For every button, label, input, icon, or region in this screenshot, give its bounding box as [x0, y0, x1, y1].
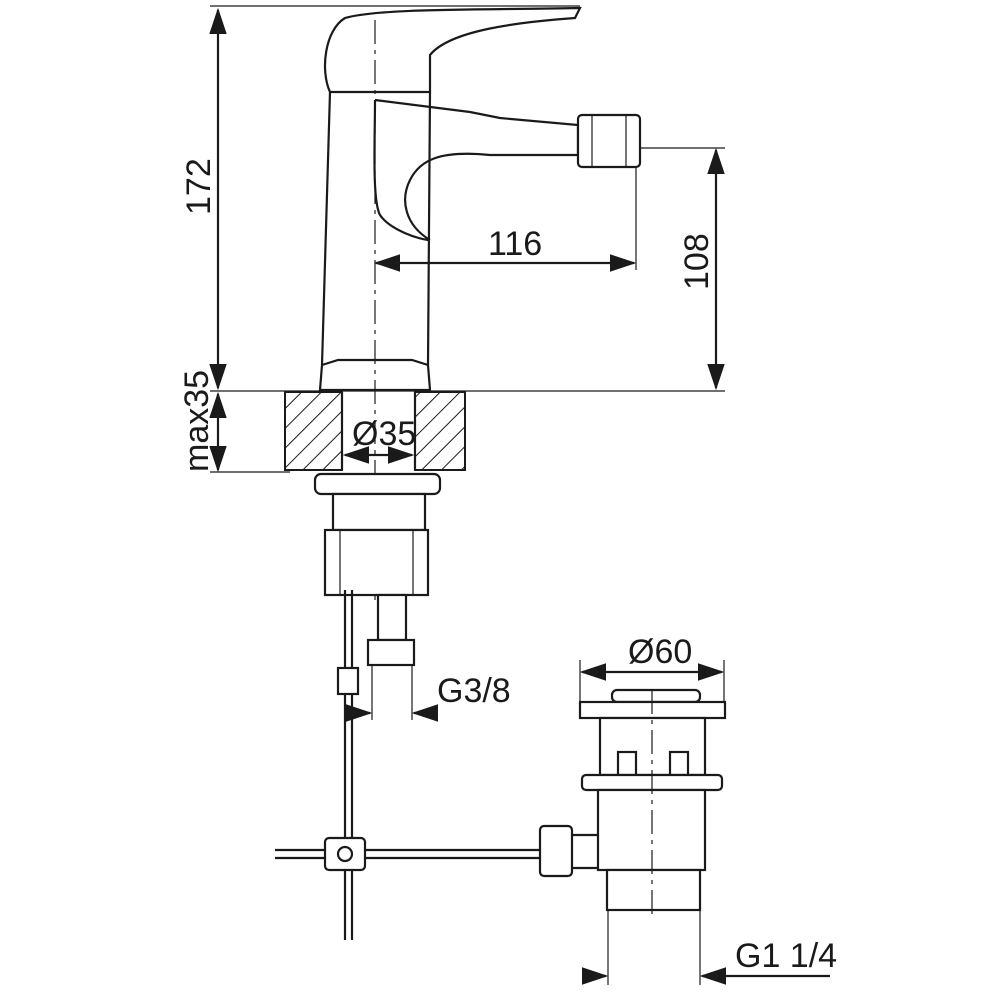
dim-drain-thread: G1 1/4	[735, 937, 837, 975]
dim-connection-thread: G3/8	[437, 672, 511, 710]
dim-spout-height: 108	[678, 233, 716, 290]
dim-spout-reach: 116	[488, 225, 542, 263]
spout-nozzle	[576, 113, 642, 169]
spout-inner	[373, 99, 431, 242]
dim-hole-diameter: Ø35	[352, 415, 416, 453]
pop-up-waste	[538, 688, 727, 915]
countertop-section	[284, 391, 466, 471]
lever-handle	[323, 6, 582, 94]
dim-max-thickness: max35	[178, 370, 216, 472]
dim-height-total: 172	[180, 158, 218, 215]
dim-drain-diameter: Ø60	[628, 633, 692, 671]
mounting-hardware	[275, 472, 545, 940]
dimension-lines	[209, 5, 830, 985]
faucet-body	[318, 6, 642, 600]
